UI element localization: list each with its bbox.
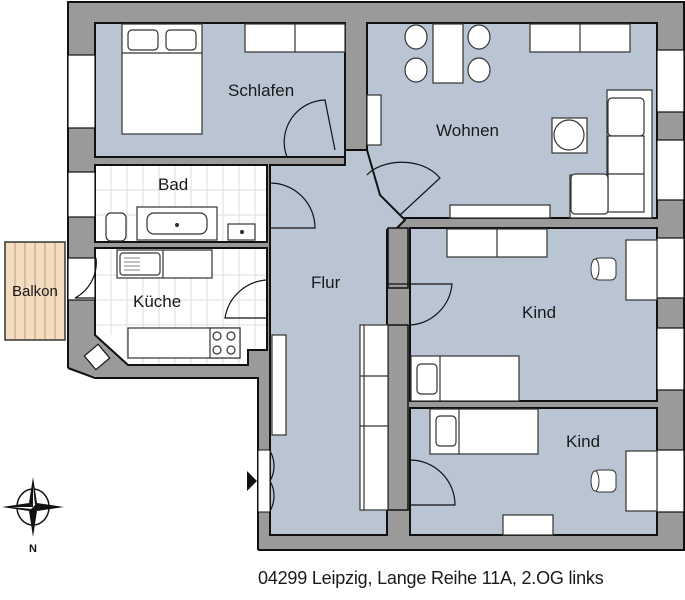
coffee-table bbox=[551, 117, 588, 154]
label-flur: Flur bbox=[311, 273, 341, 292]
toilet bbox=[105, 212, 127, 242]
door-balkon bbox=[74, 257, 97, 299]
sideboard-wohnen bbox=[529, 23, 631, 53]
label-kueche: Küche bbox=[133, 292, 181, 311]
windows bbox=[67, 49, 685, 513]
entrance-arrow-icon bbox=[247, 471, 257, 491]
door-kind-2 bbox=[409, 459, 456, 506]
dining-table bbox=[404, 23, 491, 84]
door-kueche bbox=[224, 279, 268, 319]
shelf-wohnen-left bbox=[366, 94, 382, 146]
tv-board bbox=[449, 204, 551, 219]
washbasin bbox=[227, 223, 256, 241]
dresser-kind-2 bbox=[502, 514, 554, 536]
desk-kind-2 bbox=[625, 450, 658, 512]
door-entrance-lower bbox=[269, 480, 275, 512]
bed-double bbox=[121, 23, 203, 135]
bed-kind-1 bbox=[410, 355, 520, 402]
desk-chair-kind-1 bbox=[590, 257, 617, 281]
bathtub bbox=[136, 206, 218, 241]
compass-icon: N bbox=[2, 477, 64, 555]
entrance-opening bbox=[257, 449, 271, 513]
label-bad: Bad bbox=[158, 175, 188, 194]
bed-kind-2 bbox=[429, 408, 539, 455]
label-kind-1: Kind bbox=[522, 303, 556, 322]
shelf-kind-1 bbox=[446, 228, 548, 258]
balkon bbox=[4, 241, 66, 341]
shelf-flur bbox=[271, 334, 287, 436]
wall-flur-kind bbox=[387, 227, 409, 289]
stove-counter bbox=[127, 327, 241, 359]
wall-flur-kind-3 bbox=[388, 530, 408, 536]
doors bbox=[74, 99, 456, 512]
label-kind-2: Kind bbox=[566, 432, 600, 451]
label-schlafen: Schlafen bbox=[228, 81, 294, 100]
door-bad bbox=[269, 182, 316, 229]
door-kind-1 bbox=[387, 283, 453, 326]
wall-flur-kind-2 bbox=[387, 324, 409, 511]
label-balkon: Balkon bbox=[12, 283, 58, 300]
label-wohnen: Wohnen bbox=[436, 121, 499, 140]
door-schlafen bbox=[283, 99, 336, 158]
address-caption: 04299 Leipzig, Lange Reihe 11A, 2.OG lin… bbox=[258, 568, 604, 588]
door-wohnen bbox=[366, 161, 441, 216]
desk-kind-1 bbox=[625, 239, 658, 301]
door-entrance-upper bbox=[269, 450, 275, 482]
desk-chair-kind-2 bbox=[590, 469, 617, 493]
sofa-corner bbox=[569, 89, 653, 219]
kitchen-sink bbox=[116, 249, 213, 279]
compass-north-label: N bbox=[29, 543, 37, 555]
wardrobe-schlafen bbox=[244, 23, 346, 53]
wardrobe-flur bbox=[359, 324, 389, 511]
